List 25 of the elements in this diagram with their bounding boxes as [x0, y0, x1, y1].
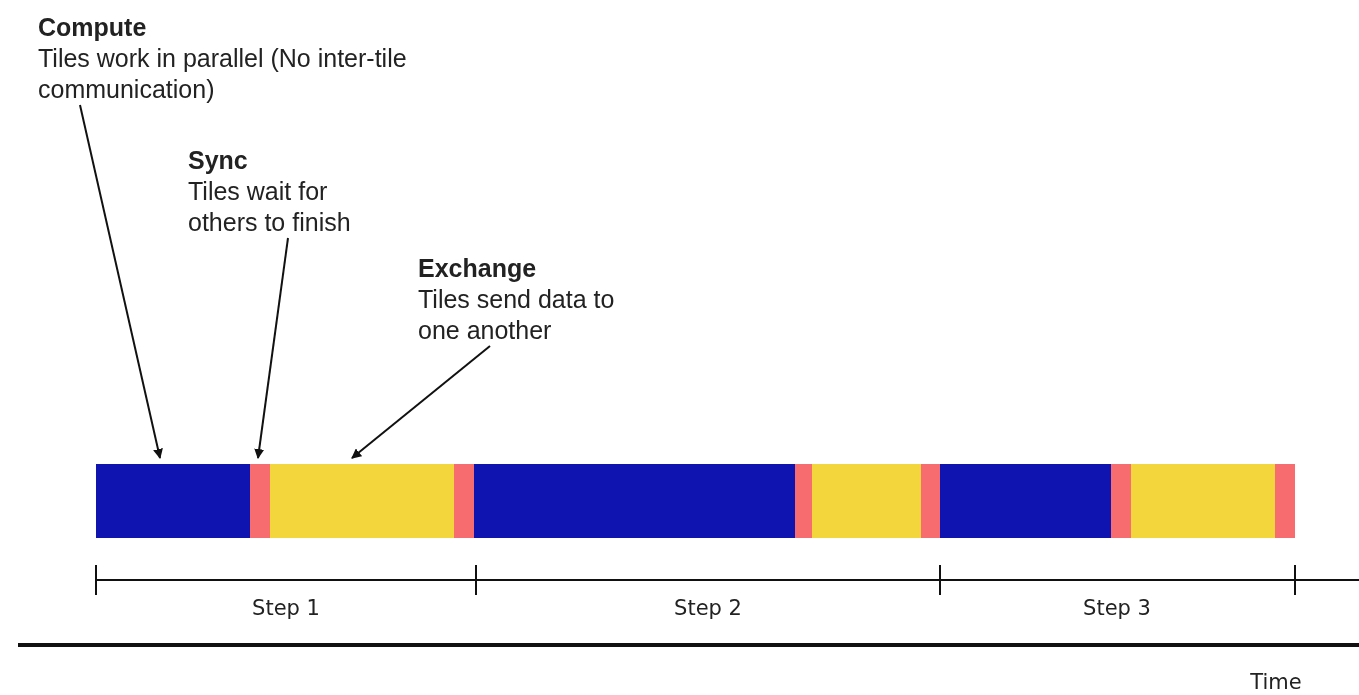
step-label: Step 2 — [674, 596, 742, 620]
sync-segment — [454, 464, 474, 538]
leader-arrow — [351, 345, 491, 459]
sync-segment — [1111, 464, 1131, 538]
leader-arrow — [79, 104, 163, 459]
annotation-body: Tiles work in parallel (No inter-tile communication) — [38, 43, 408, 105]
axis-label: Time — [1250, 670, 1302, 694]
exchange-segment — [812, 464, 921, 538]
annotation-heading: Sync — [188, 145, 249, 176]
compute-segment — [940, 464, 1111, 538]
exchange-segment — [1131, 464, 1275, 538]
annotation-heading: Compute — [38, 12, 148, 43]
compute-segment — [96, 464, 250, 538]
compute-segment — [474, 464, 795, 538]
annotation-heading: Exchange — [418, 253, 538, 284]
leader-arrow — [254, 237, 289, 459]
exchange-segment — [270, 464, 454, 538]
annotation-body: Tiles wait for others to finish — [188, 176, 352, 238]
sync-segment — [921, 464, 940, 538]
annotation-body: Tiles send data to one another — [418, 284, 616, 346]
step-label: Step 3 — [1083, 596, 1151, 620]
sync-segment — [795, 464, 812, 538]
step-label: Step 1 — [252, 596, 320, 620]
sync-segment — [250, 464, 270, 538]
sync-segment — [1275, 464, 1295, 538]
